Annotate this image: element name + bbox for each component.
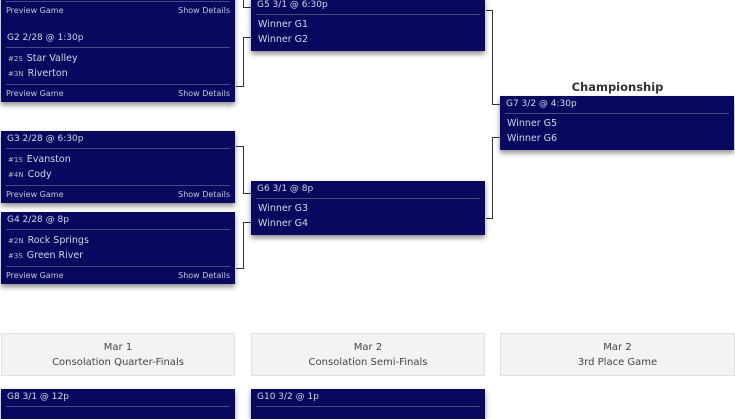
- preview-game-link[interactable]: Preview Game: [6, 271, 64, 280]
- connector-g5: [486, 10, 493, 11]
- game-card-g6: G6 3/1 @ 8p Winner G3 Winner G4: [251, 181, 485, 235]
- seed: #4N: [8, 171, 24, 179]
- team-row[interactable]: Winner G6: [507, 133, 558, 144]
- round-name: 3rd Place Game: [577, 357, 658, 368]
- team-name: Green River: [26, 250, 84, 261]
- team-row[interactable]: Winner G2: [258, 34, 309, 45]
- game-card-g7: G7 3/2 @ 4:30p Winner G5 Winner G6: [500, 96, 734, 150]
- connector-g4: [243, 222, 244, 269]
- connector-g3: [243, 146, 244, 194]
- round-date: Mar 1: [103, 342, 133, 353]
- connector-g1: [243, 7, 251, 8]
- team-row[interactable]: Winner G3: [258, 203, 309, 214]
- round-name: Consolation Semi-Finals: [308, 357, 428, 368]
- round-header-consolation-quarterfinals: Mar 1 Consolation Quarter-Finals: [1, 333, 235, 376]
- show-details-link[interactable]: Show Details: [178, 271, 230, 280]
- team-name: Cody: [27, 169, 52, 180]
- connector-g3: [236, 146, 244, 147]
- connector-g4: [243, 222, 251, 223]
- game-header: G3 2/28 @ 6:30p: [6, 131, 230, 149]
- team-row[interactable]: Winner G1: [258, 19, 309, 30]
- game-header: G7 3/2 @ 4:30p: [505, 96, 729, 114]
- seed: #1S: [8, 156, 23, 164]
- round-header-3rd-place: Mar 2 3rd Place Game: [500, 333, 735, 376]
- team-name: Evanston: [26, 154, 71, 165]
- round-header-consolation-semifinals: Mar 2 Consolation Semi-Finals: [251, 333, 485, 376]
- connector-g2: [243, 37, 251, 38]
- connector-g6: [492, 137, 493, 219]
- round-date: Mar 2: [603, 342, 632, 353]
- game-header: G6 3/1 @ 8p: [256, 181, 480, 199]
- connector-g6: [492, 137, 500, 138]
- connector-g3: [243, 193, 251, 194]
- game-header: G5 3/1 @ 6:30p: [256, 0, 480, 15]
- connector-g2: [243, 37, 244, 87]
- championship-title: Championship: [571, 80, 664, 94]
- preview-game-link[interactable]: Preview Game: [6, 89, 64, 98]
- game-header: G4 2/28 @ 8p: [6, 212, 230, 230]
- connector-g1: [243, 0, 244, 8]
- connector-g2: [236, 86, 244, 87]
- game-header: G10 3/2 @ 1p: [256, 389, 480, 407]
- game-header: G2 2/28 @ 1:30p: [6, 30, 230, 48]
- round-date: Mar 2: [353, 342, 383, 353]
- team-name: Riverton: [27, 68, 68, 79]
- connector-g6: [486, 218, 493, 219]
- seed: #2S: [8, 55, 23, 63]
- seed: #3N: [8, 70, 24, 78]
- team-name: Rock Springs: [27, 235, 89, 246]
- show-details-link[interactable]: Show Details: [178, 190, 230, 199]
- round-name: Consolation Quarter-Finals: [52, 357, 184, 368]
- team-name: Star Valley: [26, 53, 78, 64]
- game-card-g1: Preview Game Show Details: [1, 0, 235, 30]
- show-details-link[interactable]: Show Details: [178, 89, 230, 98]
- preview-game-link[interactable]: Preview Game: [6, 190, 64, 199]
- connector-g4: [236, 268, 244, 269]
- game-card-g8: G8 3/1 @ 12p: [1, 389, 235, 419]
- game-card-g5: G5 3/1 @ 6:30p Winner G1 Winner G2: [251, 0, 485, 51]
- connector-g5: [492, 10, 493, 105]
- game-card-g10: G10 3/2 @ 1p: [251, 389, 485, 419]
- seed: #2N: [8, 237, 24, 245]
- preview-game-link[interactable]: Preview Game: [6, 6, 64, 15]
- show-details-link[interactable]: Show Details: [178, 6, 230, 15]
- team-row[interactable]: Winner G5: [507, 118, 558, 129]
- game-header: G8 3/1 @ 12p: [6, 389, 230, 407]
- seed: #3S: [8, 252, 23, 260]
- team-row[interactable]: Winner G4: [258, 218, 309, 229]
- connector-g5: [492, 104, 500, 105]
